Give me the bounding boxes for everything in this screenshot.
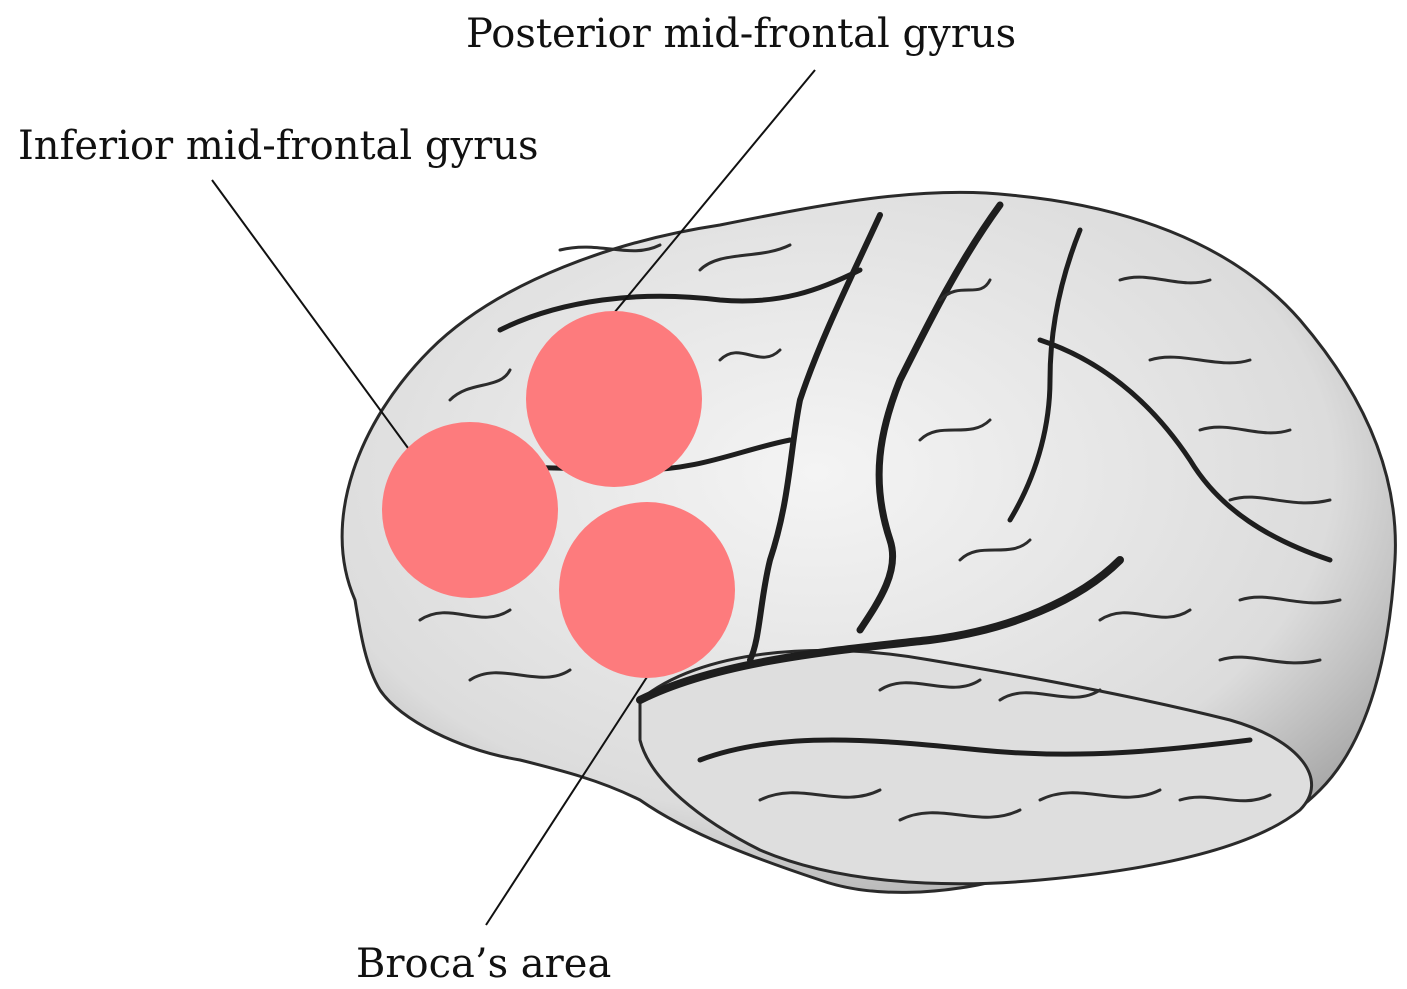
leader-line-inferior [212,180,408,448]
broca-area-marker [559,502,735,678]
inferior-mid-frontal-label: Inferior mid-frontal gyrus [18,126,539,166]
inferior-mid-frontal-marker [382,422,558,598]
posterior-mid-frontal-marker [526,311,702,487]
posterior-mid-frontal-label: Posterior mid-frontal gyrus [466,14,1016,54]
broca-area-label: Broca’s area [356,944,611,984]
